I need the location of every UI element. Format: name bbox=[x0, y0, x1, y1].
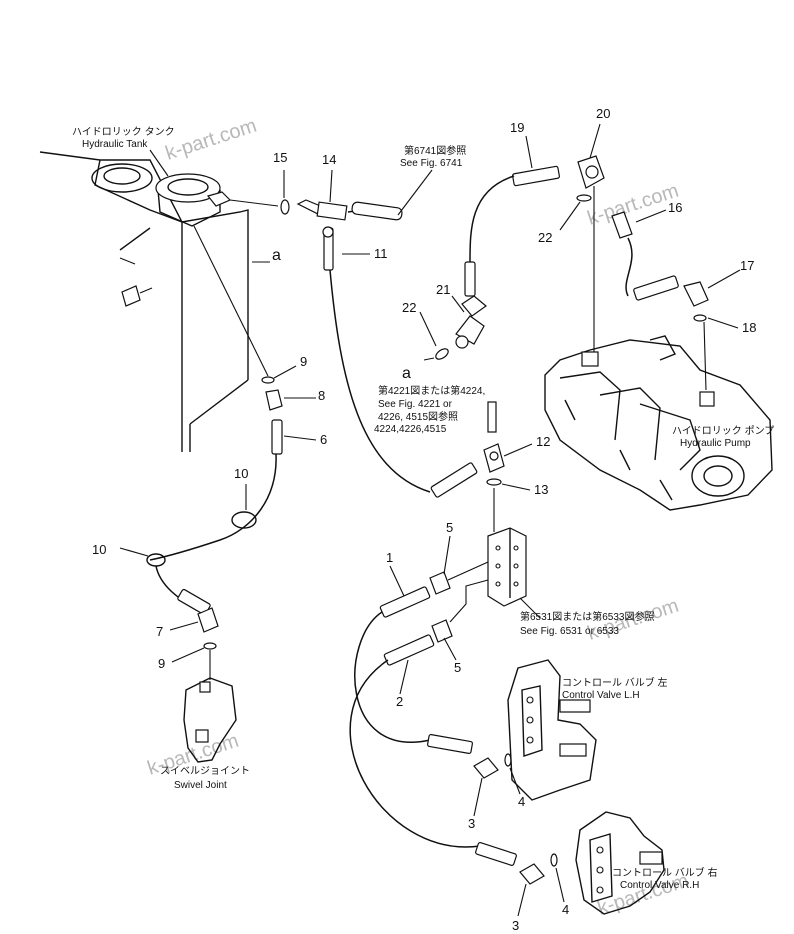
elbow-3-upper bbox=[473, 757, 499, 779]
callout-1: 1 bbox=[386, 550, 393, 565]
fig6531-label-jp: 第6531図または第6533図参照 bbox=[520, 610, 655, 623]
control-valve-lh bbox=[507, 659, 597, 801]
fig6531-label-en: See Fig. 6531 or 6533 bbox=[520, 626, 619, 637]
fig4221-label-jp: 第4221図または第4224, bbox=[378, 384, 485, 397]
swivel-label-en: Swivel Joint bbox=[174, 780, 227, 791]
callout-22-right: 22 bbox=[538, 230, 552, 245]
tank-outlet-fitting bbox=[206, 191, 290, 215]
fig6741-label-jp: 第6741図参照 bbox=[404, 144, 466, 157]
fitting-5-lower bbox=[431, 579, 489, 643]
hydraulic-tank bbox=[39, 151, 270, 452]
callout-4-upper: 4 bbox=[518, 794, 525, 809]
pump-label-en: Hydraulic Pump bbox=[680, 438, 751, 449]
fig4221-label-nums: 4224,4226,4515 bbox=[374, 424, 447, 435]
callout-16: 16 bbox=[668, 200, 682, 215]
fig4221-label-en: See Fig. 4221 or bbox=[378, 399, 453, 410]
tank-label-jp: ハイドロリック タンク bbox=[72, 126, 175, 138]
ref-a-pump: a bbox=[402, 365, 411, 382]
part-9-oring-upper bbox=[261, 376, 275, 384]
fitting-8 bbox=[265, 389, 283, 411]
callout-2: 2 bbox=[396, 694, 403, 709]
pump-label-jp: ハイドロリック ポンプ bbox=[672, 425, 774, 437]
part-22-oring-left bbox=[435, 348, 449, 360]
elbow-17 bbox=[683, 281, 709, 307]
hose-1 bbox=[354, 586, 473, 755]
callout-numbers: 15 14 11 19 20 22 16 17 18 21 22 9 8 6 1… bbox=[92, 106, 756, 933]
control-valve-lh-label-en: Control Valve L.H bbox=[562, 690, 640, 701]
control-valve-rh-label-jp: コントロール バルブ 右 bbox=[612, 866, 718, 879]
callout-8: 8 bbox=[318, 388, 325, 403]
elbow-3-lower bbox=[519, 863, 545, 885]
hose-6 bbox=[149, 419, 283, 561]
callout-5-lower: 5 bbox=[454, 660, 461, 675]
callout-10-upper: 10 bbox=[234, 466, 248, 481]
watermark-right: k-part.com bbox=[585, 180, 682, 230]
callout-13: 13 bbox=[534, 482, 548, 497]
callout-15: 15 bbox=[273, 150, 287, 165]
callout-11: 11 bbox=[374, 246, 388, 261]
callout-9-lower: 9 bbox=[158, 656, 165, 671]
tank-label-en: Hydraulic Tank bbox=[82, 139, 148, 150]
callout-18: 18 bbox=[742, 320, 756, 335]
fitting-5-upper bbox=[429, 561, 489, 595]
callout-17: 17 bbox=[740, 258, 754, 273]
callout-7: 7 bbox=[156, 624, 163, 639]
hose-19-21 bbox=[455, 165, 560, 349]
pump-leader-18 bbox=[703, 321, 707, 391]
control-valve-rh-label-en: Control Valve R.H bbox=[620, 880, 699, 891]
callout-6: 6 bbox=[320, 432, 327, 447]
fitting-12 bbox=[483, 443, 505, 473]
clamp-10-upper bbox=[231, 511, 257, 529]
callout-3-lower: 3 bbox=[512, 918, 519, 933]
distribution-block bbox=[487, 527, 527, 607]
callout-14: 14 bbox=[322, 152, 336, 167]
swivel-label-jp: スイベルジョイント bbox=[160, 765, 250, 777]
hose-16 bbox=[611, 211, 679, 301]
swivel-joint bbox=[183, 650, 237, 763]
part-18-oring bbox=[693, 314, 707, 322]
control-valve-lh-label-jp: コントロール バルブ 左 bbox=[562, 676, 668, 689]
fig6741-label-en: See Fig. 6741 bbox=[400, 158, 463, 169]
ref-a-tank: a bbox=[272, 247, 281, 264]
elbow-20 bbox=[577, 155, 605, 189]
hydraulic-pump bbox=[544, 335, 773, 511]
callout-21: 21 bbox=[436, 282, 450, 297]
fig4221-label-jp2: 4226, 4515図参照 bbox=[378, 410, 458, 423]
callout-3-upper: 3 bbox=[468, 816, 475, 831]
part-14-adapter bbox=[296, 199, 403, 221]
hose-2 bbox=[349, 634, 517, 866]
callout-10-lower: 10 bbox=[92, 542, 106, 557]
hose-11 bbox=[322, 226, 478, 498]
part-13-oring bbox=[486, 478, 502, 486]
watermark-top: k-part.com bbox=[163, 115, 260, 165]
part-4-oring-lower bbox=[550, 853, 558, 867]
callout-4-lower: 4 bbox=[562, 902, 569, 917]
fitting-4221 bbox=[487, 401, 497, 433]
callout-12: 12 bbox=[536, 434, 550, 449]
callout-leaders bbox=[119, 123, 741, 917]
callout-22-left: 22 bbox=[402, 300, 416, 315]
part-22-oring-right bbox=[576, 194, 592, 202]
part-9-oring-lower bbox=[203, 642, 217, 650]
callout-19: 19 bbox=[510, 120, 524, 135]
callout-5-upper: 5 bbox=[446, 520, 453, 535]
clamp-10-lower bbox=[146, 553, 211, 616]
elbow-7 bbox=[197, 607, 219, 633]
control-valve-rh bbox=[575, 811, 665, 915]
callout-20: 20 bbox=[596, 106, 610, 121]
callout-9-upper: 9 bbox=[300, 354, 307, 369]
